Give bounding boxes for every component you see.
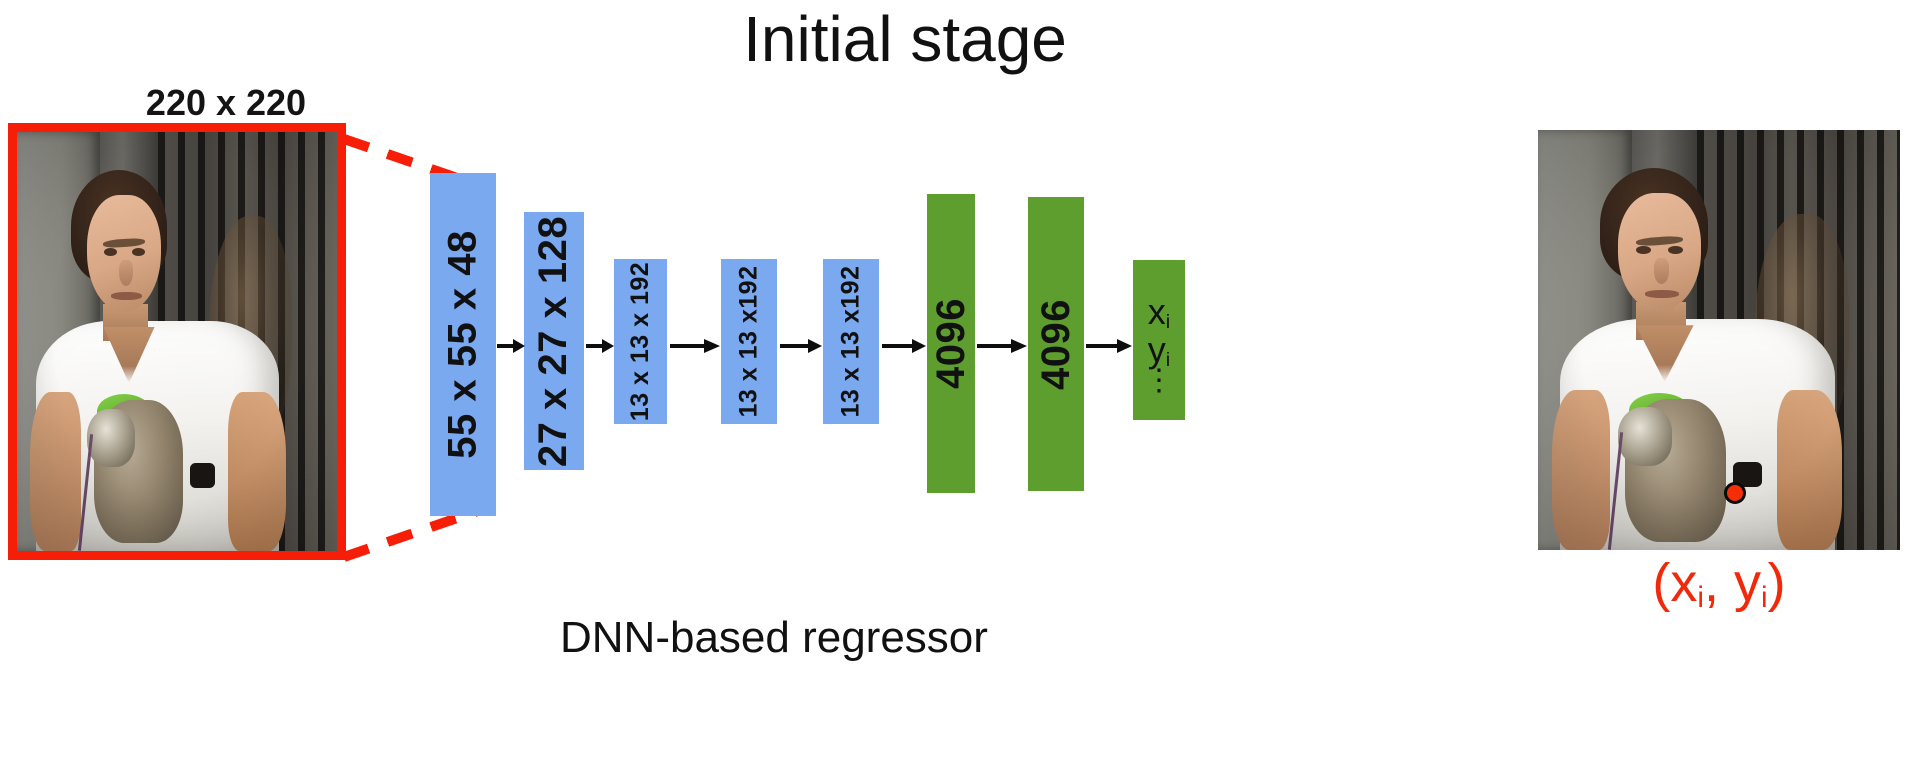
arrow-6 xyxy=(977,339,1027,353)
arrow-2 xyxy=(586,339,614,353)
arrow-5 xyxy=(882,339,926,353)
output-line-y: yi xyxy=(1147,328,1171,371)
arrow-4 xyxy=(780,339,822,353)
conv-block-3-label: 13 x 13 x 192 xyxy=(626,261,655,422)
output-image xyxy=(1538,130,1900,550)
arrow-1 xyxy=(497,339,525,353)
output-line-x: xi xyxy=(1147,290,1171,333)
conv-block-2: 27 x 27 x 128 xyxy=(524,212,584,470)
output-ellipsis: ⋮ xyxy=(1144,363,1174,397)
output-block: xi yi ⋮ xyxy=(1133,260,1185,420)
fc-block-1-label: 4096 xyxy=(928,298,973,389)
fc-block-2: 4096 xyxy=(1028,197,1084,491)
conv-block-5: 13 x 13 x192 xyxy=(823,259,879,424)
arrow-3 xyxy=(670,339,720,353)
conv-block-1: 55 x 55 x 48 xyxy=(430,173,496,516)
page-title: Initial stage xyxy=(743,3,1067,75)
conv-block-2-label: 27 x 27 x 128 xyxy=(531,215,576,467)
conv-block-3: 13 x 13 x 192 xyxy=(614,259,667,424)
fc-block-1: 4096 xyxy=(927,194,975,493)
network-caption: DNN-based regressor xyxy=(560,613,988,662)
conv-block-4: 13 x 13 x192 xyxy=(721,259,777,424)
conv-block-5-label: 13 x 13 x192 xyxy=(836,265,865,418)
coordinate-label: (xi, yi) xyxy=(1652,553,1786,614)
predicted-keypoint-dot xyxy=(1724,482,1746,504)
fc-block-2-label: 4096 xyxy=(1033,298,1078,390)
conv-block-1-label: 55 x 55 x 48 xyxy=(440,230,485,459)
photo-content-output xyxy=(1538,130,1900,550)
arrow-7 xyxy=(1086,339,1132,353)
input-image-crop xyxy=(8,123,346,560)
conv-block-4-label: 13 x 13 x192 xyxy=(734,265,763,418)
crop-size-label: 220 x 220 xyxy=(145,82,307,123)
photo-content xyxy=(17,132,337,551)
